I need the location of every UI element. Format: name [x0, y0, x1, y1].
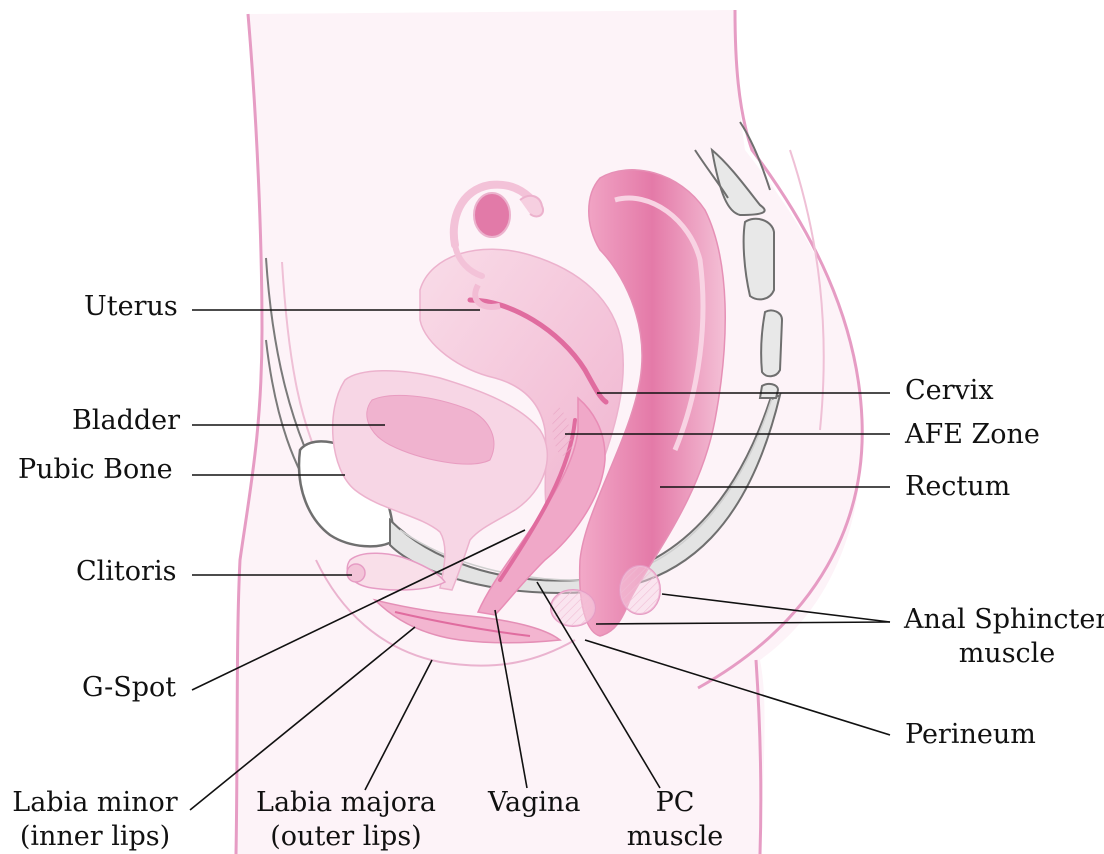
label-anal-sphincter-line2: muscle [900, 639, 1104, 669]
label-anal-sphincter: Anal Sphincter muscle [900, 605, 1104, 669]
label-pc-line1: PC [620, 788, 730, 818]
label-g-spot: G-Spot [82, 673, 176, 703]
label-afe-zone: AFE Zone [905, 420, 1040, 450]
label-rectum: Rectum [905, 472, 1010, 502]
vertebra-3 [761, 310, 782, 376]
label-pc-line2: muscle [620, 822, 730, 852]
label-anal-sphincter-line1: Anal Sphincter [900, 605, 1104, 635]
label-labia-majora-line2: (outer lips) [250, 822, 442, 852]
label-labia-minor-line1: Labia minor [5, 788, 185, 818]
label-labia-majora: Labia majora (outer lips) [250, 788, 442, 852]
label-cervix: Cervix [905, 376, 994, 406]
vertebra-4 [760, 384, 778, 398]
label-pubic-bone: Pubic Bone [18, 455, 173, 485]
label-labia-minor-line2: (inner lips) [5, 822, 185, 852]
label-vagina: Vagina [488, 788, 581, 818]
label-uterus: Uterus [84, 292, 178, 322]
label-clitoris: Clitoris [76, 557, 176, 587]
label-perineum: Perineum [905, 720, 1036, 750]
label-labia-majora-line1: Labia majora [250, 788, 442, 818]
label-bladder: Bladder [72, 406, 180, 436]
label-labia-minor: Labia minor (inner lips) [5, 788, 185, 852]
label-pc-muscle: PC muscle [620, 788, 730, 852]
ovary [474, 193, 510, 237]
vertebra-2 [744, 219, 774, 300]
